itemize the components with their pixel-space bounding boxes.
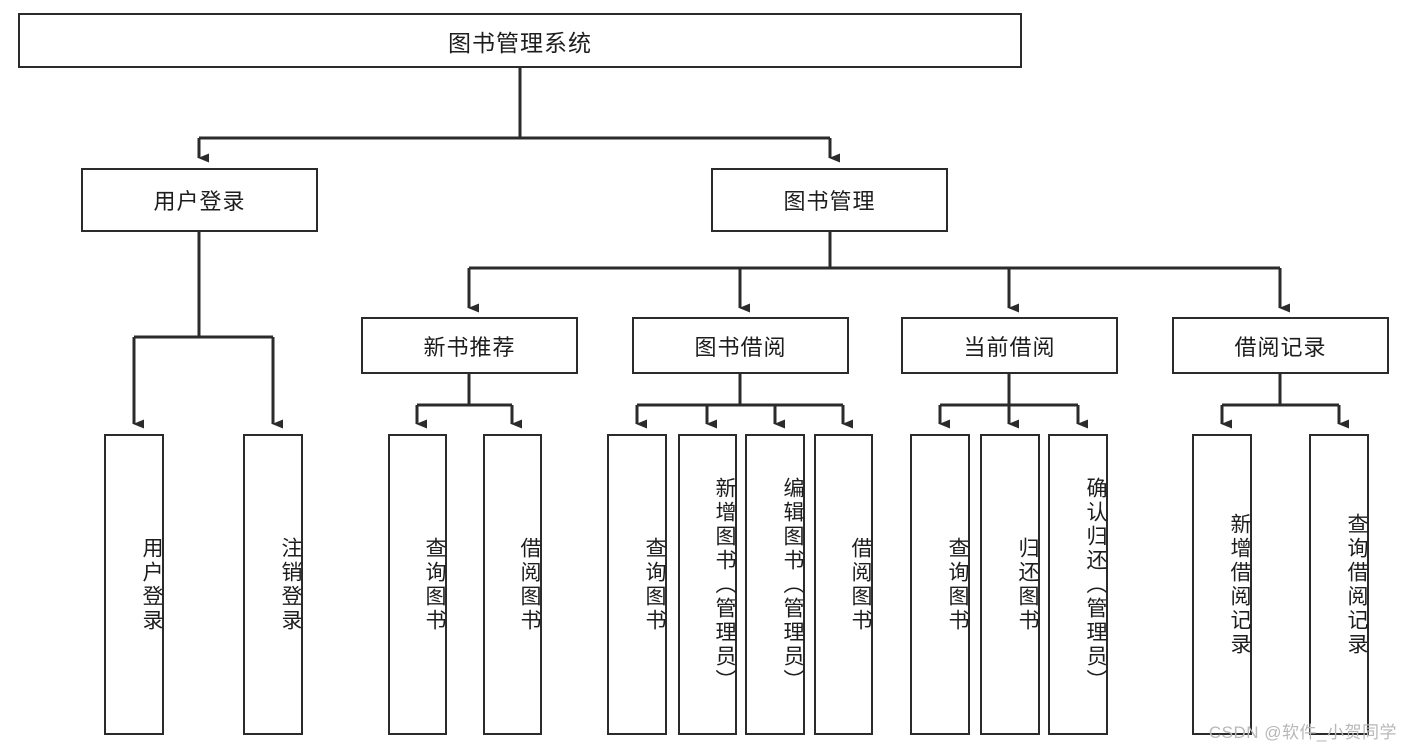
node-leaf-logout-login-label: 注销登录 [279,536,302,633]
node-leaf-logout-login[interactable]: 注销登录 [243,434,303,735]
node-leaf-query-book-3[interactable]: 查询图书 [910,434,970,735]
node-leaf-add-book-label: 新增图书（管理员） [713,476,736,693]
node-leaf-add-record-label: 新增借阅记录 [1228,512,1251,657]
node-borrow-record[interactable]: 借阅记录 [1172,317,1389,374]
node-leaf-query-book-2-label: 查询图书 [643,536,666,633]
node-leaf-confirm-return[interactable]: 确认归还（管理员） [1048,434,1108,735]
node-leaf-add-book[interactable]: 新增图书（管理员） [678,434,737,735]
node-leaf-query-record-label: 查询借阅记录 [1345,512,1368,657]
node-current-borrow[interactable]: 当前借阅 [901,317,1118,374]
node-leaf-borrow-book-2[interactable]: 借阅图书 [814,434,873,735]
node-user-login[interactable]: 用户登录 [81,168,318,232]
node-leaf-query-book-1-label: 查询图书 [423,536,446,633]
node-new-book-recommend[interactable]: 新书推荐 [361,317,578,374]
node-leaf-query-book-3-label: 查询图书 [946,536,969,633]
node-book-borrow[interactable]: 图书借阅 [632,317,849,374]
node-leaf-query-book-2[interactable]: 查询图书 [607,434,667,735]
node-leaf-user-login[interactable]: 用户登录 [104,434,164,735]
node-leaf-edit-book[interactable]: 编辑图书（管理员） [745,434,805,735]
node-leaf-return-book-label: 归还图书 [1016,536,1039,633]
node-leaf-borrow-book-2-label: 借阅图书 [849,536,872,633]
node-leaf-query-record[interactable]: 查询借阅记录 [1309,434,1369,735]
node-leaf-return-book[interactable]: 归还图书 [980,434,1040,735]
node-book-manage[interactable]: 图书管理 [711,168,948,232]
node-leaf-query-book-1[interactable]: 查询图书 [388,434,447,735]
node-leaf-confirm-return-label: 确认归还（管理员） [1084,476,1107,693]
node-leaf-borrow-book-1-label: 借阅图书 [518,536,541,633]
node-root[interactable]: 图书管理系统 [18,13,1022,68]
node-leaf-add-record[interactable]: 新增借阅记录 [1192,434,1252,735]
csdn-watermark: CSDN @软件_小贺同学 [1208,723,1397,742]
node-leaf-borrow-book-1[interactable]: 借阅图书 [483,434,542,735]
node-leaf-edit-book-label: 编辑图书（管理员） [781,476,804,693]
node-leaf-user-login-label: 用户登录 [140,536,163,633]
